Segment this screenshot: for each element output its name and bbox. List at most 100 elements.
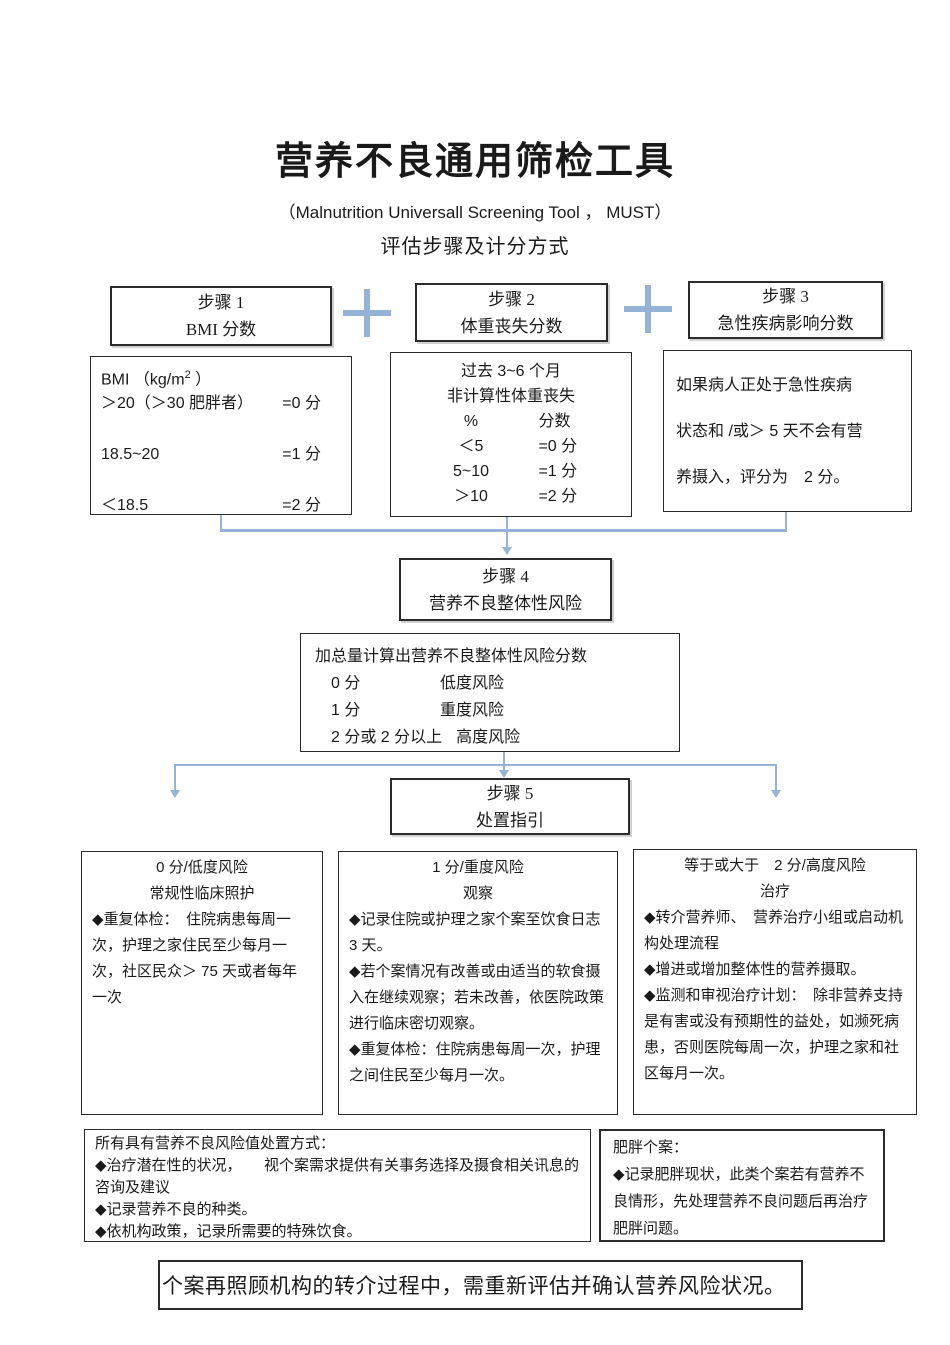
plan-low-subtitle: 常规性临床照护: [149, 885, 255, 902]
plan-medium-subtitle: 观察: [462, 885, 493, 902]
all-risk-item: ◆治疗潜在性的状况， 视个案需求提供有关事务选择及摄食相关讯息的咨询及建议: [95, 1157, 580, 1196]
connector-line: [506, 517, 508, 531]
obese-title: 肥胖个案：: [613, 1139, 689, 1156]
connector-line: [785, 512, 787, 531]
plan-high-item: ◆增进或增加整体性的营养摄取。: [644, 961, 866, 978]
step5-subtitle: 处置指引: [476, 810, 544, 830]
acute-line1: 如果病人正处于急性疾病: [676, 377, 853, 394]
risk-score: 2 分或 2 分以上: [331, 729, 443, 746]
step1-title: 步骤 1: [197, 293, 245, 312]
plan-medium-item: ◆记录住院或护理之家个案至饮食日志 3 天。: [349, 911, 601, 954]
percent-column-header: %: [463, 413, 479, 430]
page-subtitle-english: （Malnutrition Universall Screening Tool …: [278, 203, 672, 222]
step5-title: 步骤 5: [486, 783, 534, 803]
acute-line3: 养摄入，评分为 2 分。: [676, 469, 850, 486]
risk-row: 1 分 重度风险: [315, 697, 669, 724]
footer-note-box: 个案再照顾机构的转介过程中，需重新评估并确认营养风险状况。: [158, 1260, 803, 1310]
weight-score: =0 分: [538, 438, 578, 455]
connector-line: [220, 529, 787, 532]
weight-loss-line1: 过去 3~6 个月: [460, 363, 562, 380]
arrow-down-icon: [170, 790, 180, 798]
bmi-row: 18.5~20 =1 分: [91, 443, 351, 467]
connector-line: [174, 764, 777, 766]
arrow-down-icon: [502, 547, 512, 555]
all-risk-item: ◆依机构政策，记录所需要的特殊饮食。: [95, 1223, 362, 1240]
risk-score: 1 分: [331, 702, 361, 719]
arrow-down-icon: [771, 790, 781, 798]
step2-subtitle: 体重丧失分数: [460, 316, 563, 336]
plan-medium-item: ◆若个案情况有改善或由适当的软食摄入在继续观察；若未改善，依医院政策进行临床密切…: [349, 963, 605, 1032]
weight-loss-row: ＞10 =2 分: [391, 484, 631, 509]
all-risk-handling-box: 所有具有营养不良风险值处置方式： ◆治疗潜在性的状况， 视个案需求提供有关事务选…: [84, 1129, 591, 1242]
risk-row: 2 分或 2 分以上高度风险: [315, 724, 669, 751]
weight-range: 5~10: [452, 463, 490, 480]
plan-column-high-risk: 等于或大于 2 分/高度风险 治疗 ◆转介营养师、 营养治疗小组或启动机构处理流…: [633, 849, 917, 1115]
plus-vertical-bar: [364, 289, 370, 337]
score-column-header: 分数: [538, 413, 571, 430]
all-risk-title: 所有具有营养不良风险值处置方式：: [95, 1135, 336, 1152]
step2-header-box: 步骤 2 体重丧失分数: [415, 283, 608, 342]
plan-high-item: ◆监测和审视治疗计划： 除非营养支持是有害或没有预期性的益处，如濒死病患，否则医…: [644, 987, 904, 1082]
connector-line: [775, 764, 777, 790]
bmi-score: =0 分: [282, 395, 321, 413]
plus-icon: [343, 289, 391, 337]
bmi-range: 18.5~20: [101, 446, 160, 464]
all-risk-item: ◆记录营养不良的种类。: [95, 1201, 257, 1218]
bmi-unit-label: BMI （kg/m2 ）: [101, 369, 212, 389]
weight-loss-table-head: % 分数: [391, 409, 631, 434]
bmi-score: =1 分: [282, 446, 321, 464]
plan-column-low-risk: 0 分/低度风险 常规性临床照护 ◆重复体检： 住院病患每周一次，护理之家住民至…: [81, 851, 323, 1115]
step3-title: 步骤 3: [762, 287, 809, 306]
page-subtitle-chinese: 评估步骤及计分方式: [380, 236, 570, 258]
connector-line: [220, 515, 222, 531]
acute-disease-score-box: 如果病人正处于急性疾病 状态和 /或＞ 5 天不会有营 养摄入，评分为 2 分。: [663, 350, 912, 512]
weight-loss-row: ＜5 =0 分: [391, 434, 631, 459]
plan-medium-title: 1 分/重度风险: [432, 859, 524, 876]
connector-line: [174, 764, 176, 790]
acute-line2: 状态和 /或＞ 5 天不会有营: [676, 423, 863, 440]
footer-note-text: 个案再照顾机构的转介过程中，需重新评估并确认营养风险状况。: [162, 1274, 786, 1298]
weight-score: =2 分: [538, 488, 578, 505]
step4-header-box: 步骤 4 营养不良整体性风险: [399, 558, 612, 621]
risk-level: 高度风险: [456, 729, 521, 746]
obese-case-box: 肥胖个案： ◆记录肥胖现状，此类个案若有营养不良情形，先处理营养不良问题后再治疗…: [599, 1129, 885, 1242]
plan-low-title: 0 分/低度风险: [156, 859, 248, 876]
bmi-range: ＞20（＞30 肥胖者）: [101, 395, 254, 413]
plan-medium-item: ◆重复体检：住院病患每周一次，护理之间住民至少每月一次。: [349, 1041, 601, 1084]
step4-title: 步骤 4: [482, 566, 529, 586]
step1-subtitle: BMI 分数: [185, 320, 257, 339]
bmi-range: ＜18.5: [101, 497, 149, 515]
plan-column-medium-risk: 1 分/重度风险 观察 ◆记录住院或护理之家个案至饮食日志 3 天。 ◆若个案情…: [338, 851, 618, 1115]
weight-range: ＜5: [458, 438, 484, 455]
plan-high-title: 等于或大于 2 分/高度风险: [684, 857, 866, 874]
plus-vertical-bar: [645, 285, 651, 333]
overall-risk-score-box: 加总量计算出营养不良整体性风险分数 0 分低度风险 1 分重度风险 2 分或 2…: [300, 633, 680, 752]
arrow-down-icon: [499, 770, 509, 778]
step4-subtitle: 营养不良整体性风险: [429, 593, 582, 613]
bmi-row: ＞20（＞30 肥胖者） =0 分: [91, 392, 351, 416]
step5-header-box: 步骤 5 处置指引: [390, 778, 630, 835]
connector-line: [506, 531, 508, 547]
connector-line: [503, 764, 505, 770]
plan-high-subtitle: 治疗: [759, 883, 790, 900]
risk-score: 0 分: [331, 675, 361, 692]
step2-title: 步骤 2: [488, 289, 535, 309]
weight-loss-row: 5~10 =1 分: [391, 459, 631, 484]
step3-subtitle: 急性疾病影响分数: [717, 314, 854, 333]
step3-header-box: 步骤 3 急性疾病影响分数: [688, 281, 883, 339]
weight-loss-score-box: 过去 3~6 个月 非计算性体重丧失 % 分数 ＜5 =0 分 5~10 =1 …: [390, 352, 632, 517]
risk-row: 0 分 低度风险: [315, 670, 669, 697]
page-title: 营养不良通用筛检工具: [274, 141, 675, 183]
step1-header-box: 步骤 1 BMI 分数: [110, 286, 332, 346]
bmi-row: ＜18.5 =2 分: [91, 494, 351, 518]
risk-level: 低度风险: [440, 675, 505, 692]
connector-line: [503, 752, 505, 765]
risk-level: 重度风险: [440, 702, 505, 719]
plus-icon: [624, 285, 672, 333]
weight-score: =1 分: [538, 463, 578, 480]
bmi-score: =2 分: [282, 497, 321, 515]
plan-high-item: ◆转介营养师、 营养治疗小组或启动机构处理流程: [644, 909, 904, 952]
bmi-score-box: BMI （kg/m2 ） ＞20（＞30 肥胖者） =0 分 18.5~20 =…: [90, 356, 352, 515]
weight-loss-line2: 非计算性体重丧失: [446, 388, 575, 405]
